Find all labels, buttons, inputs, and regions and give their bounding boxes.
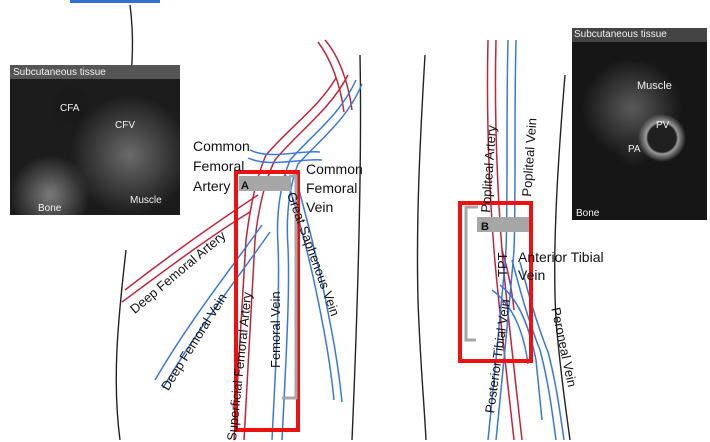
ultrasound-popliteal-image: Subcutaneous tissue Muscle PV PA Bone — [572, 28, 707, 220]
bracket-b — [466, 207, 478, 340]
us2-bone-label: Bone — [576, 208, 599, 219]
us1-cfa-label: CFA — [60, 103, 79, 114]
marker-letter-b: B — [481, 221, 489, 233]
us2-pv-label: PV — [656, 120, 669, 131]
label-common-femoral-vein: Common Femoral Vein — [306, 160, 368, 217]
label-common-femoral-artery: Common Femoral Artery — [193, 136, 263, 196]
ultrasound-femoral-image: Subcutaneous tissue CFA CFV Muscle Bone — [10, 65, 180, 215]
us2-pa-label: PA — [628, 144, 641, 155]
right-leg-outline-inner — [417, 55, 426, 440]
us1-subcutaneous-label: Subcutaneous tissue — [13, 67, 106, 78]
us2-muscle-label: Muscle — [637, 80, 672, 92]
us2-subcutaneous-label: Subcutaneous tissue — [574, 29, 667, 40]
left-leg-outline-outer — [352, 55, 361, 440]
label-femoral-vein: Femoral Vein — [268, 291, 283, 368]
us1-cfv-label: CFV — [115, 120, 135, 131]
label-anterior-tibial-vein: Anterior Tibial Vein — [518, 248, 613, 284]
left-leg-outline-inner — [116, 250, 126, 440]
us1-bone-label: Bone — [38, 203, 61, 214]
us1-muscle-label: Muscle — [130, 195, 162, 206]
label-tpt: TPT — [495, 252, 510, 277]
